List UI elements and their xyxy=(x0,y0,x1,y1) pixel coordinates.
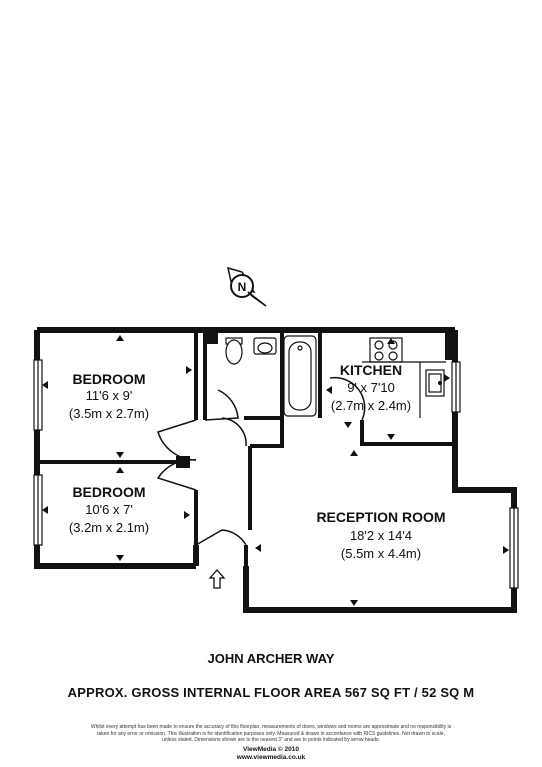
kitchen-fixtures xyxy=(362,337,446,418)
street-name: JOHN ARCHER WAY xyxy=(207,651,335,666)
entrance-arrow-icon xyxy=(208,569,226,589)
compass-letter: N xyxy=(238,280,247,294)
floor-area: APPROX. GROSS INTERNAL FLOOR AREA 567 SQ… xyxy=(67,685,475,700)
bedroom2-label-group: BEDROOM 10'6 x 7' (3.2m x 2.1m) xyxy=(69,484,149,535)
reception-label-group: RECEPTION ROOM 18'2 x 14'4 (5.5m x 4.4m) xyxy=(316,509,445,561)
windows xyxy=(33,359,519,589)
doors xyxy=(156,376,366,546)
bedroom1-name: BEDROOM xyxy=(72,371,145,387)
floor-plan: N xyxy=(33,266,519,613)
kitchen-name: KITCHEN xyxy=(340,362,402,378)
kitchen-imperial: 9' x 7'10 xyxy=(347,380,395,395)
reception-imperial: 18'2 x 14'4 xyxy=(350,528,412,543)
credit-text: ViewMedia © 2010 xyxy=(243,746,299,753)
bedroom1-label-group: BEDROOM 11'6 x 9' (3.5m x 2.7m) xyxy=(69,371,149,421)
bedroom2-metric: (3.2m x 2.1m) xyxy=(69,520,149,535)
kitchen-label-group: KITCHEN 9' x 7'10 (2.7m x 2.4m) xyxy=(331,362,411,413)
north-arrow-icon: N xyxy=(226,266,267,307)
bedroom1-metric: (3.5m x 2.7m) xyxy=(69,406,149,421)
disclaimer-text: Whilst every attempt has been made to en… xyxy=(90,724,452,744)
bathroom-fixtures xyxy=(225,335,317,417)
reception-name: RECEPTION ROOM xyxy=(316,509,445,525)
kitchen-metric: (2.7m x 2.4m) xyxy=(331,398,411,413)
bedroom1-imperial: 11'6 x 9' xyxy=(86,388,133,403)
bedroom2-imperial: 10'6 x 7' xyxy=(85,502,133,517)
bedroom2-name: BEDROOM xyxy=(72,484,145,500)
website-link[interactable]: www.viewmedia.co.uk xyxy=(236,754,306,761)
dimension-arrows xyxy=(42,335,509,606)
reception-metric: (5.5m x 4.4m) xyxy=(341,546,421,561)
